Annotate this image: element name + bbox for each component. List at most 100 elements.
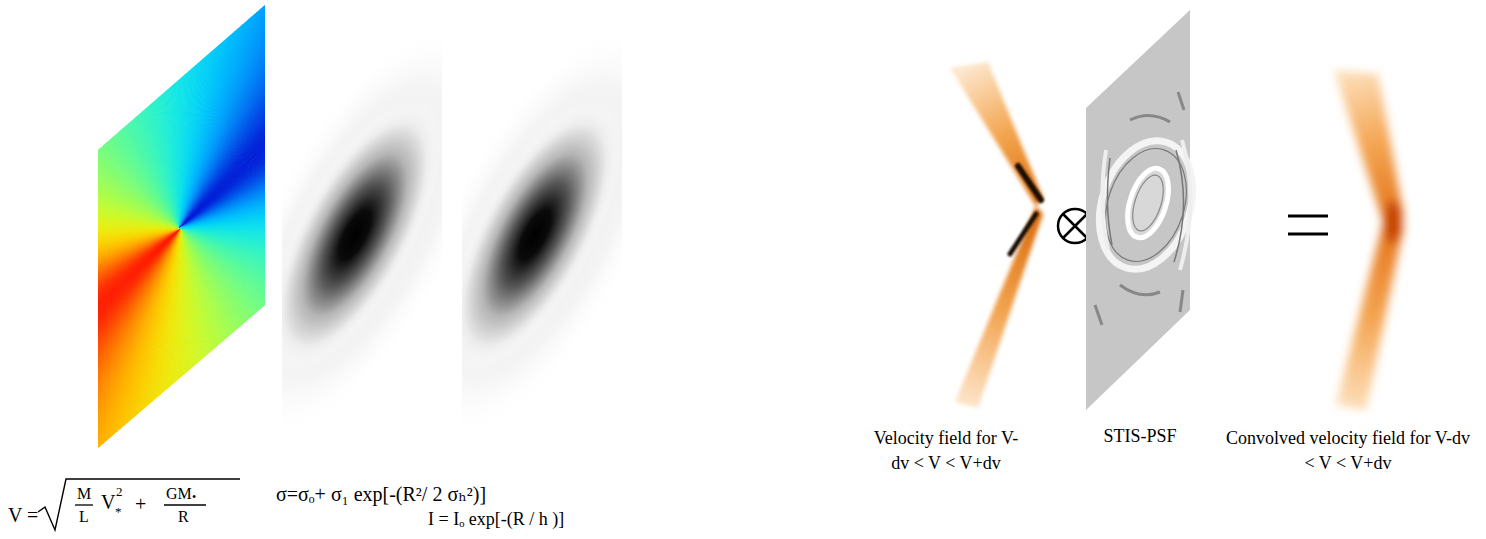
velocity-wedge — [0, 228, 180, 409]
velocity-wedge — [0, 228, 180, 530]
velocity-wedge — [0, 228, 180, 539]
velocity-wedge — [0, 228, 180, 412]
velocity-peak — [1018, 166, 1041, 200]
velocity-wedge — [0, 228, 180, 337]
velocity-wedge — [0, 228, 180, 469]
velocity-wedge — [0, 228, 180, 365]
velocity-wedge — [0, 228, 180, 457]
formula: I = Iₒ exp[-(R / h )] — [428, 509, 564, 531]
velocity-wedge — [180, 228, 260, 539]
velocity-wedge — [0, 228, 180, 520]
velocity-wedge — [0, 228, 180, 525]
velocity-wedge — [0, 228, 180, 395]
velocity-wedge — [180, 228, 285, 539]
velocity-wedge — [0, 228, 180, 375]
velocity-wedge — [0, 228, 180, 405]
velocity-wedge — [0, 228, 180, 447]
velocity-wedge — [0, 228, 180, 243]
fraction-bar — [164, 504, 206, 505]
velocity-wedge — [0, 228, 180, 399]
velocity-wedge — [0, 228, 180, 535]
velocity-wedge — [154, 0, 180, 228]
velocity-wedge — [147, 0, 180, 228]
velocity-wedge — [0, 228, 180, 340]
velocity-wedge — [0, 228, 180, 392]
velocity-wedge — [0, 228, 180, 517]
velocity-wedge — [0, 228, 180, 444]
velocity-peak — [1010, 214, 1036, 254]
velocity-wedge — [0, 228, 180, 539]
velocity-wedge — [0, 228, 180, 539]
velocity-wedge — [0, 228, 180, 539]
velocity-wedge — [165, 0, 180, 228]
velocity-wedge — [0, 228, 180, 451]
velocity-wedge — [0, 228, 180, 276]
velocity-wedge — [0, 228, 180, 272]
caption: STIS-PSF — [1103, 426, 1176, 448]
velocity-wedge — [180, 228, 289, 539]
velocity-slice — [950, 62, 1043, 408]
psf-panel — [1084, 10, 1208, 410]
convolved-slice — [1334, 70, 1404, 410]
velocity-wedge — [0, 228, 180, 481]
velocity-wedge — [0, 228, 180, 539]
velocity-wedge — [0, 228, 180, 484]
velocity-wedge — [0, 228, 180, 478]
velocity-wedge — [180, 228, 264, 539]
velocity-wedge — [0, 228, 180, 539]
velocity-wedge — [0, 228, 180, 539]
haze — [348, 0, 732, 480]
velocity-wedge — [0, 228, 180, 330]
velocity-wedge — [0, 228, 180, 361]
velocity-wedge — [0, 228, 180, 539]
velocity-band — [955, 206, 1043, 408]
velocity-wedge — [0, 228, 180, 402]
velocity-wedge — [0, 228, 180, 512]
velocity-wedge — [0, 228, 180, 538]
velocity-wedge — [0, 228, 180, 257]
velocity-wedge — [0, 228, 180, 489]
velocity-wedge — [0, 228, 180, 290]
velocity-wedge — [0, 228, 180, 319]
velocity-wedge — [151, 0, 180, 228]
velocity-wedge — [0, 228, 180, 498]
sqrt-sign — [38, 479, 240, 530]
velocity-wedge — [0, 228, 180, 454]
velocity-wedge — [0, 228, 180, 514]
velocity-wedge — [0, 228, 180, 539]
psf-ground — [1086, 10, 1190, 410]
velocity-peak — [1385, 200, 1401, 244]
velocity-wedge — [0, 228, 180, 539]
velocity-wedge — [0, 228, 180, 509]
velocity-wedge — [0, 228, 180, 268]
velocity-wedge — [0, 228, 180, 389]
velocity-wedge — [0, 228, 180, 358]
velocity-wedge — [0, 228, 180, 422]
velocity-wedge — [0, 228, 180, 435]
velocity-wedge — [0, 228, 180, 539]
velocity-wedge — [0, 228, 180, 539]
velocity-wedge — [0, 228, 180, 539]
velocity-wedge — [0, 228, 180, 475]
velocity-wedge — [0, 228, 180, 533]
velocity-wedge — [0, 228, 180, 539]
fraction-bar — [75, 504, 93, 505]
velocity-wedge — [0, 228, 180, 344]
velocity-wedge — [180, 228, 292, 539]
velocity-wedge — [180, 228, 274, 539]
velocity-wedge — [0, 228, 180, 246]
velocity-wedge — [180, 228, 282, 539]
velocity-wedge — [0, 228, 180, 441]
velocity-band — [950, 62, 1043, 206]
velocity-wedge — [169, 0, 180, 228]
velocity-wedge — [0, 228, 180, 432]
velocity-wedge — [0, 228, 180, 528]
velocity-wedge — [0, 228, 180, 333]
formula-term: V — [101, 490, 115, 514]
velocity-wedge — [0, 228, 180, 351]
formula-term: L — [79, 507, 89, 526]
caption: Velocity field for V-dv < V < V+dv — [870, 426, 1022, 476]
velocity-wedge — [0, 228, 180, 382]
velocity-wedge — [0, 228, 180, 326]
velocity-wedge — [0, 228, 180, 539]
